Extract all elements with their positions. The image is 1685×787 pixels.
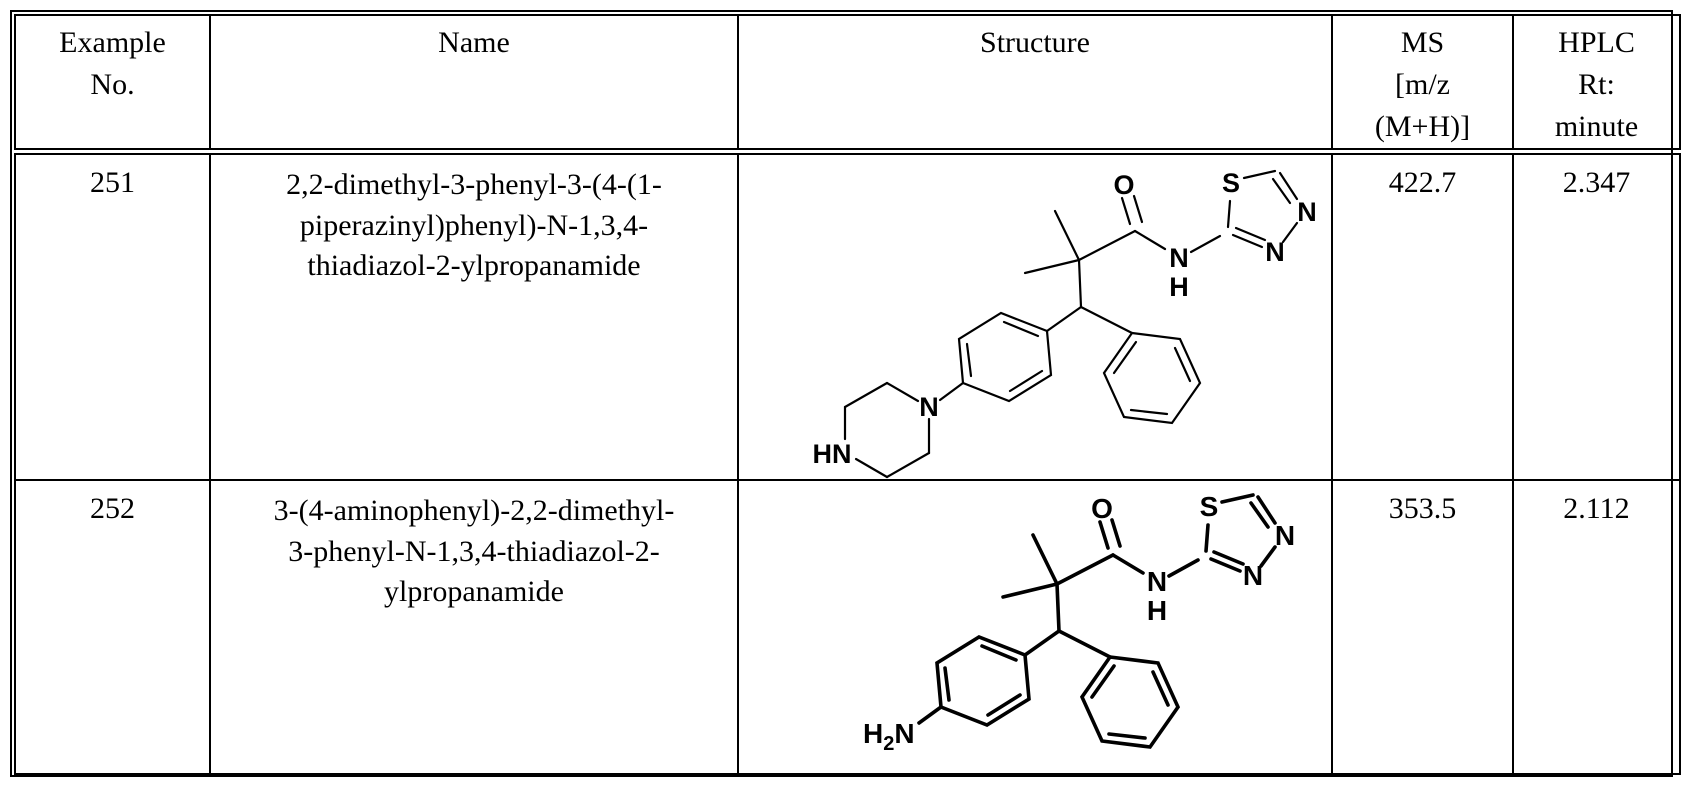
compound-table: Example No. Name Structure MS [m/z (M+H)…: [14, 14, 1681, 775]
cell-example-no: 251: [14, 150, 211, 481]
cell-compound-name: 2,2-dimethyl-3-phenyl-3-(4-(1- piperazin…: [209, 150, 739, 481]
header-example-no: Example No.: [14, 14, 211, 155]
structure-drawing-252: O S N N N H H2N: [863, 491, 1295, 755]
thiadiazole-sulfur-label: S: [1222, 168, 1240, 198]
amide-hydrogen-label: H: [1147, 595, 1167, 626]
cell-example-no: 252: [14, 479, 211, 775]
amide-nitrogen-label: N: [1147, 566, 1167, 597]
amide-nitrogen-label: N: [1169, 243, 1189, 273]
atom-labels: O S N N N H N HN: [813, 168, 1317, 469]
thiadiazole-nitrogen-bottom-label: N: [1243, 560, 1263, 591]
amine-group-label: H2N: [863, 718, 915, 755]
cell-ms-value: 353.5: [1331, 479, 1514, 775]
cell-hplc-rt-value: 2.347: [1512, 150, 1681, 481]
bond-lines: [843, 169, 1299, 479]
bond-lines: [917, 493, 1277, 749]
header-hplc-rt: HPLC Rt: minute: [1512, 14, 1681, 155]
table-row-251: 251 2,2-dimethyl-3-phenyl-3-(4-(1- piper…: [14, 150, 1681, 481]
piperazine-nitrogen-label: N: [919, 392, 939, 422]
amide-hydrogen-label: H: [1169, 272, 1189, 302]
thiadiazole-nitrogen-right-label: N: [1275, 520, 1295, 551]
header-row: Example No. Name Structure MS [m/z (M+H)…: [14, 14, 1681, 155]
thiadiazole-nitrogen-right-label: N: [1297, 197, 1317, 227]
carbonyl-oxygen-label: O: [1091, 493, 1113, 524]
cell-hplc-rt-value: 2.112: [1512, 479, 1681, 775]
thiadiazole-sulfur-label: S: [1200, 491, 1219, 522]
cell-structure: O S N N N H N HN: [737, 150, 1333, 481]
piperazine-nh-label: HN: [813, 439, 852, 469]
header-structure: Structure: [737, 14, 1333, 155]
header-ms: MS [m/z (M+H)]: [1331, 14, 1514, 155]
cell-compound-name: 3-(4-aminophenyl)-2,2-dimethyl- 3-phenyl…: [209, 479, 739, 775]
atom-labels: O S N N N H H2N: [863, 491, 1295, 755]
compound-results-table: Example No. Name Structure MS [m/z (M+H)…: [10, 10, 1681, 777]
table-row-252: 252 3-(4-aminophenyl)-2,2-dimethyl- 3-ph…: [14, 479, 1681, 775]
structure-drawing-251: O S N N N H N HN: [813, 168, 1317, 479]
header-name: Name: [209, 14, 739, 155]
carbonyl-oxygen-label: O: [1113, 170, 1134, 200]
thiadiazole-nitrogen-bottom-label: N: [1265, 237, 1285, 267]
cell-structure: O S N N N H H2N: [737, 479, 1333, 775]
cell-ms-value: 422.7: [1331, 150, 1514, 481]
